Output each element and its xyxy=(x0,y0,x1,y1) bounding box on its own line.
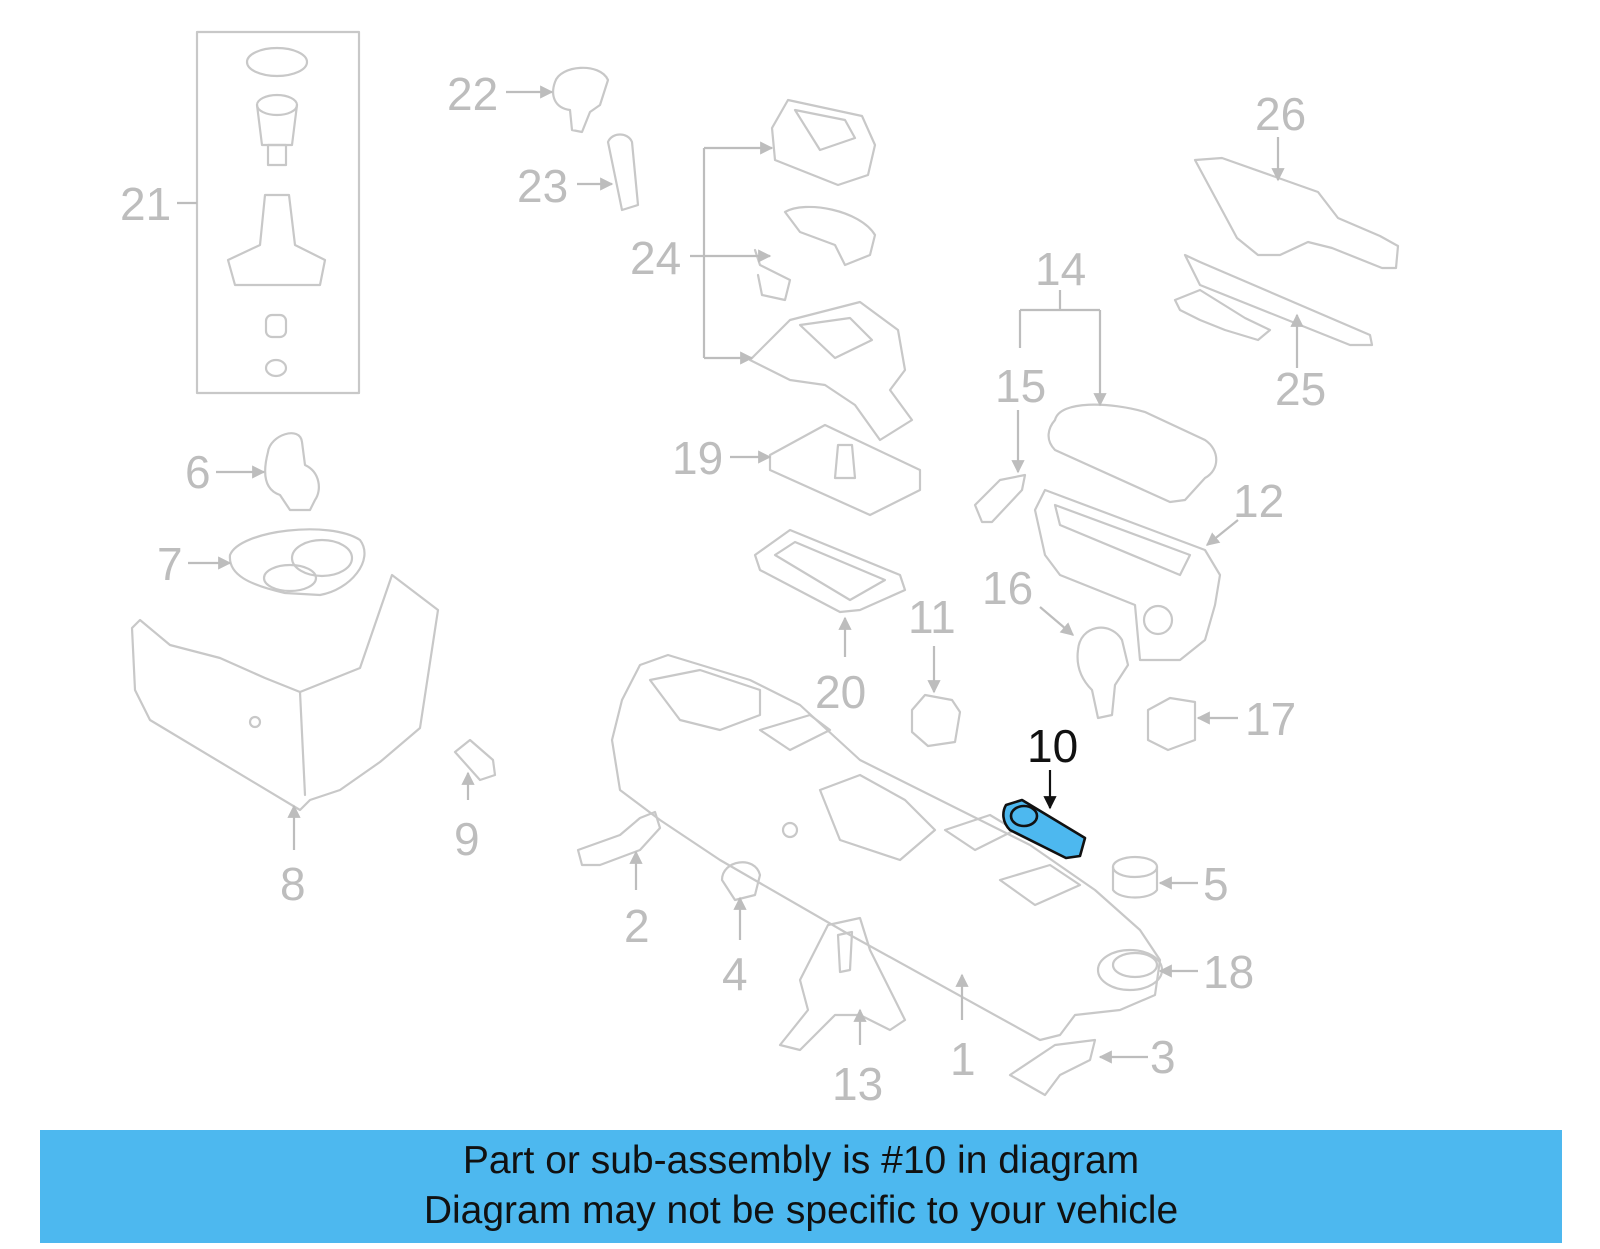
part-3-trim-piece xyxy=(1008,1038,1097,1097)
part-17-cap xyxy=(1146,696,1197,752)
callout-12: 12 xyxy=(1233,475,1284,527)
callout-22: 22 xyxy=(447,68,498,120)
callout-25: 25 xyxy=(1275,363,1326,415)
part-18-cup-ring xyxy=(1111,951,1159,979)
part-16-knob xyxy=(1076,626,1130,720)
part-22-clip xyxy=(552,66,610,134)
callout-11: 11 xyxy=(908,591,956,643)
part-9-bolt xyxy=(453,738,497,782)
part-5-cap xyxy=(1111,855,1159,899)
callout-3: 3 xyxy=(1150,1031,1176,1083)
part-6-cup-insert xyxy=(264,432,320,512)
callout-19: 19 xyxy=(672,432,723,484)
callout-23: 23 xyxy=(517,160,568,212)
callout-9: 9 xyxy=(454,813,480,865)
callout-5: 5 xyxy=(1203,858,1229,910)
leader-lines xyxy=(177,85,1304,1064)
part-10-highlighted xyxy=(1002,798,1087,860)
callout-24: 24 xyxy=(630,232,681,284)
parts-diagram: 21 22 23 24 26 25 14 15 12 16 17 19 20 1… xyxy=(120,30,1400,1110)
banner-line-2: Diagram may not be specific to your vehi… xyxy=(423,1189,1179,1232)
part-8-lower-console-panel xyxy=(130,573,440,812)
callout-26: 26 xyxy=(1255,88,1306,140)
part-21-shift-knob-kit xyxy=(195,30,361,395)
callout-8: 8 xyxy=(280,858,306,910)
callout-14: 14 xyxy=(1035,243,1086,295)
callout-17: 17 xyxy=(1245,693,1296,745)
part-4-plug xyxy=(720,861,762,902)
callout-18: 18 xyxy=(1203,946,1254,998)
part-13-support-bracket xyxy=(778,916,907,1052)
part-24-shifter-assembly xyxy=(748,98,914,442)
callout-7: 7 xyxy=(157,538,183,590)
callout-20: 20 xyxy=(815,666,866,718)
part-23-pin xyxy=(606,133,640,212)
callout-labels: 21 22 23 24 26 25 14 15 12 16 17 19 20 1… xyxy=(120,68,1326,1110)
callout-16: 16 xyxy=(982,562,1033,614)
part-7-cup-holder-tray xyxy=(228,528,366,597)
callout-1: 1 xyxy=(950,1033,976,1085)
callout-4: 4 xyxy=(722,948,748,1000)
callout-6: 6 xyxy=(185,446,211,498)
callout-15: 15 xyxy=(995,360,1046,412)
part-11-bracket xyxy=(910,693,962,748)
part-20-trim-plate xyxy=(753,528,907,614)
part-2-bracket xyxy=(576,810,662,867)
callout-21: 21 xyxy=(120,178,171,230)
callout-13: 13 xyxy=(832,1058,883,1110)
part-25-handbrake-lever xyxy=(1173,253,1374,347)
callout-2: 2 xyxy=(624,900,650,952)
banner-line-1: Part or sub-assembly is #10 in diagram xyxy=(462,1139,1140,1182)
part-12-armrest-base xyxy=(1033,488,1222,662)
part-26-handle-cover xyxy=(1193,156,1400,270)
part-19-boot-trim xyxy=(768,423,922,517)
part-15-clip xyxy=(973,473,1027,524)
part-14-armrest-lid xyxy=(1047,403,1218,504)
callout-10: 10 xyxy=(1027,720,1078,772)
info-banner: Part or sub-assembly is #10 in diagram D… xyxy=(40,1130,1562,1243)
